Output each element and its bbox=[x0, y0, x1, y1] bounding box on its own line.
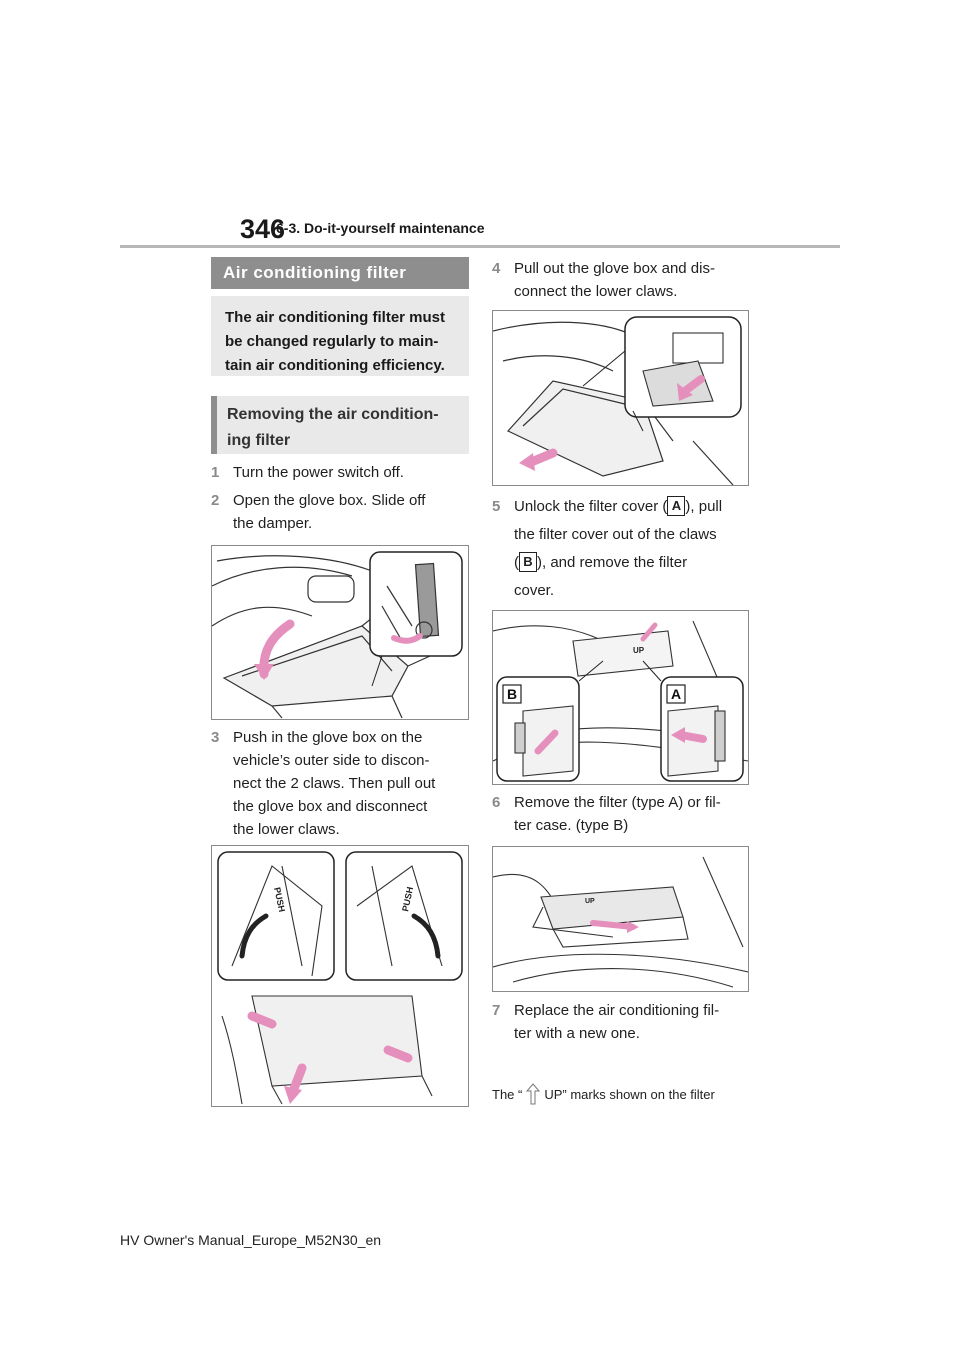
header-rule bbox=[120, 245, 840, 248]
step-text: Replace the air conditioning fil- ter wi… bbox=[514, 999, 719, 1045]
step-line: cover. bbox=[514, 582, 555, 599]
subheading-line: Removing the air condition- bbox=[227, 406, 439, 423]
intro-box: The air conditioning filter must be chan… bbox=[211, 296, 469, 376]
step-line: Pull out the glove box and dis- bbox=[514, 260, 715, 277]
up-label: UP bbox=[585, 898, 595, 905]
step-line: Replace the air conditioning fil- bbox=[514, 1002, 720, 1019]
step-number: 6 bbox=[492, 794, 501, 811]
step-2: 2 Open the glove box. Slide off the damp… bbox=[211, 489, 471, 537]
remove-filter-illustration: UP bbox=[493, 856, 748, 988]
step-7: 7 Replace the air conditioning fil- ter … bbox=[492, 999, 752, 1047]
note-text-fragment: The “ bbox=[492, 1086, 523, 1102]
label-b-box: B bbox=[519, 552, 537, 572]
step-text: Pull out the glove box and dis- connect … bbox=[514, 257, 715, 303]
up-label: UP bbox=[633, 646, 645, 655]
figure-pull-glove-box bbox=[492, 310, 749, 486]
step-line: the filter cover out of the claws bbox=[514, 526, 717, 543]
step-text-fragment: ), and remove the filter bbox=[537, 554, 688, 571]
step-number: 2 bbox=[211, 492, 220, 509]
step-line: nect the 2 claws. Then pull out bbox=[233, 775, 436, 792]
page-number: 346 bbox=[240, 214, 286, 244]
figure-push-claws: PUSH PUSH bbox=[211, 845, 469, 1107]
figure-remove-filter: UP bbox=[492, 846, 749, 992]
filter-cover-illustration: UP B A bbox=[493, 620, 748, 782]
step-line: the damper. bbox=[233, 515, 313, 532]
figure-filter-cover-claws: UP B A bbox=[492, 610, 749, 785]
section-title: 6-3. Do-it-yourself maintenance bbox=[276, 220, 485, 236]
step-line: Push in the glove box on the bbox=[233, 729, 423, 746]
subheading-removing-filter: Removing the air condition- ing filter bbox=[211, 396, 469, 454]
intro-line: be changed regularly to main- bbox=[225, 333, 439, 350]
step-line: the glove box and disconnect bbox=[233, 798, 428, 815]
step-line: the lower claws. bbox=[233, 821, 340, 838]
step-text: Remove the filter (type A) or fil- ter c… bbox=[514, 791, 721, 837]
intro-line: The air conditioning filter must bbox=[225, 309, 446, 326]
callout-a: A bbox=[671, 686, 681, 702]
step-text-fragment: ( bbox=[514, 554, 519, 571]
step-line: Unlock the filter cover (A), pull bbox=[514, 493, 722, 521]
step-text: Unlock the filter cover (A), pull the fi… bbox=[514, 493, 722, 605]
up-marks-note: The “ UP” marks shown on the filter bbox=[492, 1083, 715, 1108]
step-number: 1 bbox=[211, 464, 220, 481]
step-1: 1 Turn the power switch off. bbox=[211, 461, 471, 485]
step-line: vehicle’s outer side to discon- bbox=[233, 752, 430, 769]
push-claws-illustration: PUSH PUSH bbox=[217, 851, 463, 1105]
step-line: ter with a new one. bbox=[514, 1025, 640, 1042]
figure-glove-box-damper bbox=[211, 545, 469, 720]
step-number: 3 bbox=[211, 729, 220, 746]
glove-box-damper-illustration bbox=[212, 551, 463, 719]
callout-b: B bbox=[507, 686, 517, 702]
step-line: ter case. (type B) bbox=[514, 817, 629, 834]
subheading-line: ing filter bbox=[227, 432, 291, 449]
step-5: 5 Unlock the filter cover (A), pull the … bbox=[492, 493, 754, 605]
step-number: 5 bbox=[492, 498, 501, 515]
step-3: 3 Push in the glove box on the vehicle’s… bbox=[211, 726, 471, 842]
step-6: 6 Remove the filter (type A) or fil- ter… bbox=[492, 791, 752, 839]
arrow-up-icon bbox=[526, 1083, 541, 1108]
step-text-fragment: ), pull bbox=[685, 498, 723, 515]
pull-glove-box-illustration bbox=[493, 316, 742, 485]
label-a-box: A bbox=[667, 496, 686, 516]
note-text-fragment: UP” marks shown on the filter bbox=[544, 1086, 715, 1102]
step-line: Open the glove box. Slide off bbox=[233, 492, 426, 509]
intro-line: tain air conditioning efficiency. bbox=[225, 357, 445, 374]
step-number: 7 bbox=[492, 1002, 501, 1019]
step-number: 4 bbox=[492, 260, 501, 277]
heading-air-conditioning-filter: Air conditioning filter bbox=[211, 257, 469, 289]
step-text: Open the glove box. Slide off the damper… bbox=[233, 489, 425, 535]
step-text: Turn the power switch off. bbox=[233, 464, 404, 481]
step-line: (B), and remove the filter bbox=[514, 549, 722, 577]
footer-manual-id: HV Owner's Manual_Europe_M52N30_en bbox=[120, 1232, 382, 1248]
step-text-fragment: Unlock the filter cover ( bbox=[514, 498, 668, 515]
step-4: 4 Pull out the glove box and dis- connec… bbox=[492, 257, 752, 305]
step-text: Push in the glove box on the vehicle’s o… bbox=[233, 726, 435, 841]
step-line: connect the lower claws. bbox=[514, 283, 678, 300]
step-line: Remove the filter (type A) or fil- bbox=[514, 794, 721, 811]
